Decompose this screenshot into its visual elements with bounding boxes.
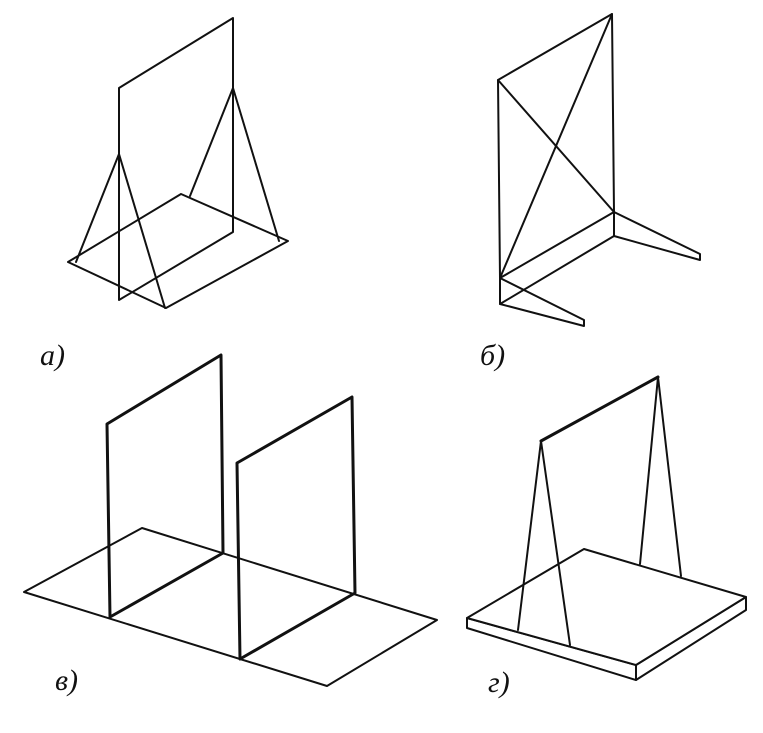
panel-a-left-brace <box>75 153 166 309</box>
panel-a-caption: а) <box>40 339 65 372</box>
panel-v-base-plane <box>23 527 438 687</box>
panel-a-frontal-plane <box>118 17 234 301</box>
panel-a-diagram <box>67 17 289 309</box>
panel-a-base-plane <box>67 193 289 309</box>
panel-b-right-rib <box>613 211 701 261</box>
panel-v-plane-1 <box>105 353 225 619</box>
panel-b-caption: б) <box>480 339 505 372</box>
panel-v-plane-2 <box>235 395 357 661</box>
panel-b-bottom-ledge <box>499 211 615 305</box>
panel-g-slab-top <box>466 548 747 666</box>
panel-b-left-rib <box>499 277 585 327</box>
panel-a-right-brace <box>189 87 280 242</box>
panel-g-top-bar <box>539 375 660 443</box>
panel-b-diagonal-2 <box>499 13 613 279</box>
panel-v-caption: в) <box>55 664 78 697</box>
panel-b-diagram <box>497 13 701 327</box>
panel-g-caption: г) <box>488 666 510 699</box>
panel-v-diagram <box>23 353 438 687</box>
panel-g-right-support <box>639 376 682 577</box>
panel-g-diagram <box>466 375 747 681</box>
